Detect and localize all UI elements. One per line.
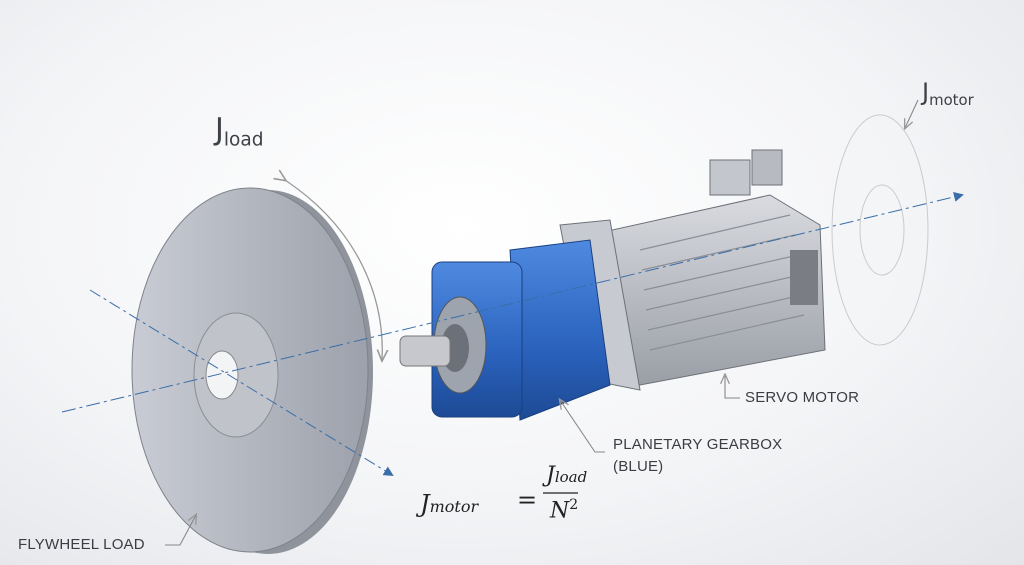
j-motor-label: Jmotor [922,78,974,109]
formula-exponent: 2 [569,497,579,513]
formula-lhs-sub: motor [429,497,479,516]
gearbox-label: PLANETARY GEARBOX [613,436,783,453]
j-load-subscript: load [223,129,264,151]
planetary-gearbox [399,239,611,421]
servo-motor-label: SERVO MOTOR [745,389,860,406]
formula-numerator: J [546,463,555,488]
formula-equals: = [517,486,538,514]
flywheel-load [131,187,373,554]
formula-denominator: N [550,498,570,524]
j-motor-subscript: motor [929,91,974,110]
formula-numerator-sub: load [554,468,588,486]
j-load-label: Jload [215,112,264,151]
formula-lhs: J [420,490,430,518]
j-motor-symbol: J [922,78,930,106]
motor-inertia-disc [831,114,929,346]
rotation-arrow [285,180,382,360]
gearbox-sublabel: (BLUE) [613,458,664,475]
rotation-axis [61,192,964,413]
flywheel-label: FLYWHEEL LOAD [18,536,145,553]
j-load-symbol: J [215,112,224,147]
